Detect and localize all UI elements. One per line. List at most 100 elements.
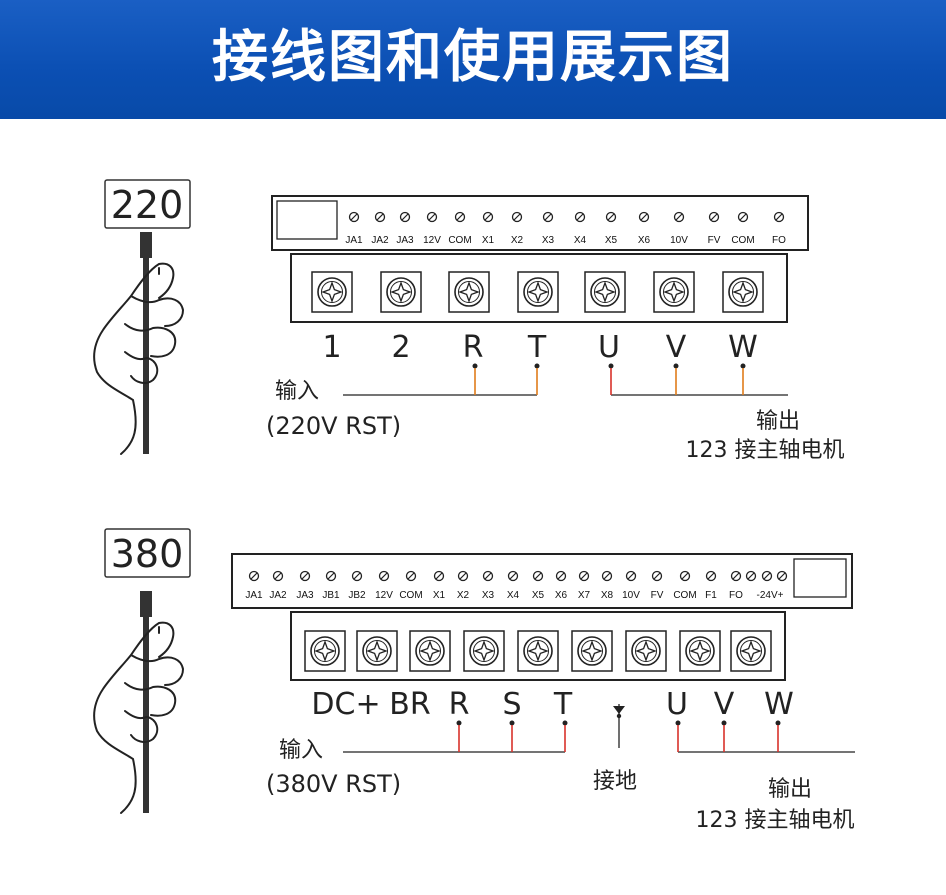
- terminal-label-12v: 12V: [375, 590, 393, 601]
- power-label-r: R: [449, 687, 470, 722]
- terminal-screw-icon: [299, 570, 311, 582]
- terminal-screw-icon: [574, 211, 586, 223]
- terminal-screw-icon: [348, 211, 360, 223]
- terminal-cover: [276, 200, 338, 240]
- terminal-screw-icon: [325, 570, 337, 582]
- screw-icon: [728, 277, 758, 307]
- terminal-screw-icon: [679, 570, 691, 582]
- input-label: 输入: [275, 379, 319, 404]
- screw-icon: [685, 636, 715, 666]
- terminal-screw-icon: [555, 570, 567, 582]
- terminal-label-x6: X6: [638, 235, 651, 246]
- terminal-label-f1: F1: [705, 590, 717, 601]
- power-label-v: V: [714, 687, 735, 722]
- terminal-screw-icon: [773, 211, 785, 223]
- terminal-label-ja1: JA1: [345, 235, 363, 246]
- terminal-screw-icon: [248, 570, 260, 582]
- screw-icon: [386, 277, 416, 307]
- title-banner: 接线图和使用展示图: [0, 0, 946, 119]
- screw-icon: [317, 277, 347, 307]
- terminal-label-x6: X6: [555, 590, 568, 601]
- output-label: 输出: [756, 409, 800, 434]
- power-label-v: V: [666, 330, 687, 365]
- terminal-cover: [793, 558, 847, 598]
- page-title: 接线图和使用展示图: [212, 25, 734, 90]
- terminal-label-fv: FV: [651, 590, 664, 601]
- terminal-screw-icon: [601, 570, 613, 582]
- terminal-screw-icon: [776, 570, 788, 582]
- power-label-t: T: [527, 330, 547, 365]
- screw-icon: [469, 636, 499, 666]
- terminal-label-x2: X2: [457, 590, 470, 601]
- power-label-1: 1: [322, 330, 341, 365]
- input-label: 输入: [279, 738, 323, 763]
- terminal-screw-icon: [454, 211, 466, 223]
- terminal-label-10v: 10V: [670, 235, 688, 246]
- wiring: [343, 363, 788, 396]
- power-label-2: 2: [391, 330, 410, 365]
- input-voltage-note: (380V RST): [266, 770, 401, 798]
- terminal-screw-icon: [673, 211, 685, 223]
- terminal-screw-icon: [542, 211, 554, 223]
- terminal-label-fo: FO: [729, 590, 743, 601]
- screw-icon: [659, 277, 689, 307]
- output-motor-note: 123 接主轴电机: [686, 438, 845, 463]
- hand-icon: [94, 591, 183, 813]
- terminal-label-10v: 10V: [622, 590, 640, 601]
- screw-icon: [362, 636, 392, 666]
- terminal-screw-icon: [625, 570, 637, 582]
- terminal-screw-icon: [745, 570, 757, 582]
- voltage-label: 380: [111, 532, 184, 576]
- terminal-label-x2: X2: [511, 235, 524, 246]
- voltage-box: [104, 179, 191, 229]
- terminal-label-ja3: JA3: [296, 590, 314, 601]
- power-label-u: U: [598, 330, 620, 365]
- terminal-screw-icon: [730, 570, 742, 582]
- terminal-screw-icon: [705, 570, 717, 582]
- hand-icon: [94, 232, 183, 454]
- terminal-screw-icon: [761, 570, 773, 582]
- terminal-screw-icon: [532, 570, 544, 582]
- terminal-label-x5: X5: [605, 235, 618, 246]
- terminal-label-x4: X4: [574, 235, 587, 246]
- terminal-label-ja3: JA3: [396, 235, 414, 246]
- terminal-label-com: COM: [448, 235, 471, 246]
- terminal-screw-icon: [374, 211, 386, 223]
- terminal-label-ja2: JA2: [371, 235, 389, 246]
- screw-icon: [631, 636, 661, 666]
- terminal-screw-icon: [507, 570, 519, 582]
- terminal-screw-icon: [651, 570, 663, 582]
- terminal-screw-icon: [378, 570, 390, 582]
- wiring: [343, 720, 855, 753]
- control-terminal-strip: [231, 553, 853, 609]
- control-terminal-strip: [271, 195, 809, 251]
- screw-icon: [523, 636, 553, 666]
- terminal-screw-icon: [426, 211, 438, 223]
- terminal-screw-icon: [482, 211, 494, 223]
- terminal-screw-icon: [511, 211, 523, 223]
- terminal-label-x3: X3: [482, 590, 495, 601]
- terminal-screw-icon: [405, 570, 417, 582]
- output-label: 输出: [768, 777, 812, 802]
- output-motor-note: 123 接主轴电机: [696, 808, 855, 833]
- terminal-label-x7: X7: [578, 590, 591, 601]
- terminal-label-fv: FV: [708, 235, 721, 246]
- terminal-screw-icon: [351, 570, 363, 582]
- terminal-label-jb1: JB1: [322, 590, 340, 601]
- terminal-screw-icon: [433, 570, 445, 582]
- terminal-label-x1: X1: [482, 235, 495, 246]
- screw-icon: [454, 277, 484, 307]
- terminal-label-com: COM: [673, 590, 696, 601]
- voltage-box: [104, 528, 191, 578]
- terminal-label-x1: X1: [433, 590, 446, 601]
- screw-icon: [577, 636, 607, 666]
- terminal-label-ja2: JA2: [269, 590, 287, 601]
- ground-label: 接地: [593, 769, 637, 794]
- terminal-screw-icon: [638, 211, 650, 223]
- screw-icon: [415, 636, 445, 666]
- power-label-dc: DC+: [311, 687, 380, 722]
- power-label-br: BR: [389, 687, 430, 722]
- power-label-w: W: [728, 330, 758, 365]
- power-label-t: T: [553, 687, 573, 722]
